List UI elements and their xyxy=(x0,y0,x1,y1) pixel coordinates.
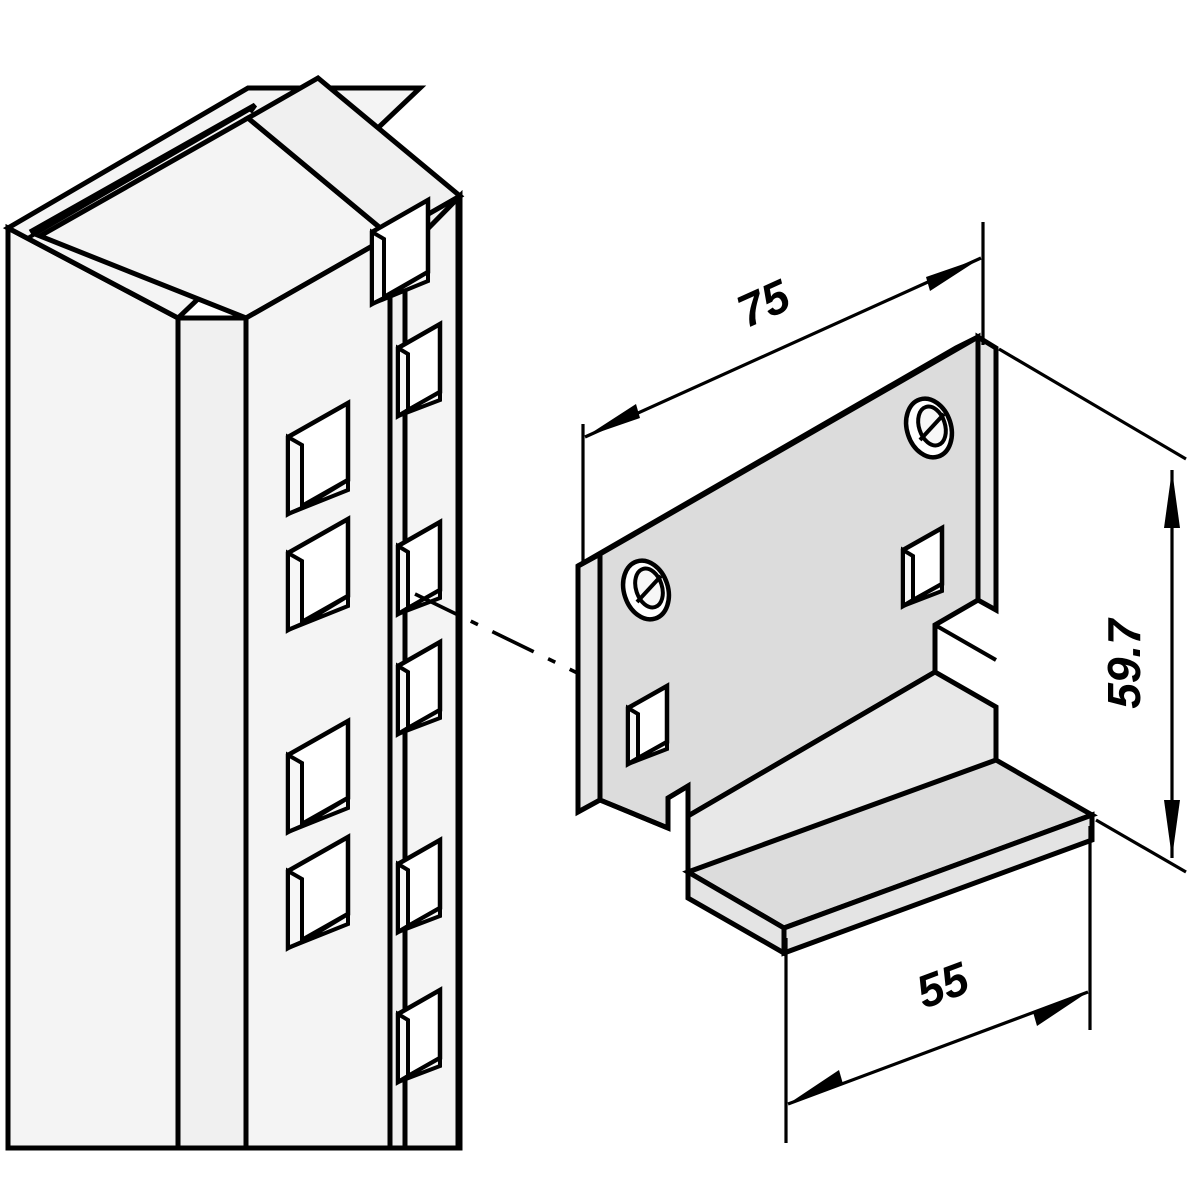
dim-55-label: 55 xyxy=(909,951,976,1018)
assembly-centerline xyxy=(414,592,601,686)
rack-flange-slot xyxy=(395,518,443,618)
dim-597-ext-top xyxy=(998,347,1187,461)
rack-mid-face xyxy=(175,315,249,1151)
rack-square-hole xyxy=(285,515,351,634)
dim-55-arrow-right xyxy=(1033,992,1088,1026)
bracket-riser-bottom-fold xyxy=(687,758,997,874)
dim-55-arrow-left xyxy=(788,1070,843,1104)
bracket-right-edge xyxy=(975,332,999,615)
rack-profile xyxy=(2,74,465,1151)
rack-square-hole xyxy=(285,399,351,518)
dim-597-arrow-top xyxy=(1164,470,1180,528)
rack-hole-column-front xyxy=(285,399,351,952)
bracket-square-hole xyxy=(900,524,945,610)
rack-square-hole xyxy=(285,717,351,836)
dim-597-ext-bottom xyxy=(1095,818,1187,874)
rack-square-hole xyxy=(285,833,351,952)
bracket-left-edge xyxy=(575,549,603,817)
rack-hole-column-flange xyxy=(369,196,443,1086)
bracket-shelf-left-edge xyxy=(685,867,787,958)
dim-75-arrow-right xyxy=(926,258,981,291)
rack-front-face xyxy=(243,231,393,1151)
rack-flange-slot xyxy=(395,836,443,936)
dim-597-label: 59.7 xyxy=(1098,617,1150,709)
bracket-round-hole xyxy=(903,396,955,460)
bracket-step-line xyxy=(934,623,997,662)
rack-flange-slot xyxy=(395,986,443,1086)
rack-left-face xyxy=(5,223,181,1151)
rack-flange-slot xyxy=(369,196,431,308)
bracket-round-hole xyxy=(620,558,672,622)
rack-flange-slot xyxy=(395,638,443,738)
bracket-riser-fold xyxy=(934,670,997,709)
dim-597-arrow-bottom xyxy=(1164,800,1180,858)
rack-flange-slot xyxy=(395,320,443,420)
bracket-notch-outline xyxy=(599,781,691,832)
dim-75-line xyxy=(584,256,982,439)
mounting-bracket xyxy=(575,332,1098,958)
dim-75-arrow-left xyxy=(585,404,640,437)
dimension-59-7: 59.7 xyxy=(998,347,1187,874)
bracket-square-hole xyxy=(625,682,670,768)
dim-75-label: 75 xyxy=(729,269,798,338)
rack-top-inner-rim xyxy=(26,106,254,240)
